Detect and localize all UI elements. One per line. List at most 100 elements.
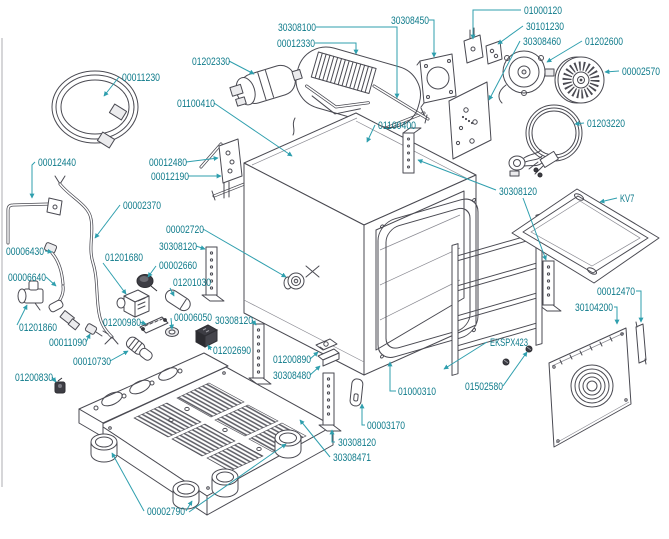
leader-line <box>45 276 57 287</box>
part-number-label: 00012440 <box>38 157 76 169</box>
part-heater-wire <box>292 117 296 136</box>
part-baking-tray <box>511 188 660 284</box>
part-capacitor <box>164 289 191 312</box>
part-number-label: 30308120 <box>159 241 197 253</box>
part-number-label: 00002790 <box>147 506 185 518</box>
leader-line <box>329 429 335 443</box>
part-number-label: KV7 <box>620 193 634 205</box>
part-number-label: 00012470 <box>597 286 635 298</box>
leader-line <box>185 156 219 163</box>
leader-line <box>417 159 497 191</box>
part-number-label: 30104200 <box>575 302 613 314</box>
part-number-label: 01202690 <box>213 345 251 357</box>
leader-line <box>614 306 620 325</box>
part-back-panel <box>548 327 632 448</box>
part-number-label: 00012190 <box>151 171 189 183</box>
leader-line <box>429 19 437 58</box>
part-number-label: 30308471 <box>333 452 371 464</box>
part-number-label: 00006640 <box>8 272 46 284</box>
part-inlet-pipe <box>6 197 63 245</box>
leader-line <box>546 40 583 63</box>
part-number-label: 30308120 <box>338 437 376 449</box>
leader-line <box>488 40 521 101</box>
part-small-plate <box>485 40 503 65</box>
part-foot <box>90 433 118 463</box>
leader-line <box>574 121 585 127</box>
part-number-label: 01000120 <box>524 5 562 17</box>
leader-line <box>213 102 293 157</box>
part-side-bracket <box>349 378 364 407</box>
part-drain-hose <box>54 175 119 345</box>
leader-line <box>109 350 129 362</box>
part-mounting-bracket <box>318 372 342 432</box>
leader-line <box>502 351 528 387</box>
part-foot <box>172 480 200 510</box>
leader-line <box>195 245 206 250</box>
leader-line <box>315 42 359 55</box>
part-number-label: 00011230 <box>122 72 160 84</box>
part-number-label: 30308480 <box>273 370 311 382</box>
leader-line <box>169 287 175 297</box>
leader-line <box>497 25 524 45</box>
part-number-label: 01203220 <box>587 118 625 130</box>
leader-line <box>309 351 319 360</box>
part-switch-bracket <box>317 348 340 367</box>
leader-line <box>207 344 213 351</box>
leader-line <box>316 26 400 99</box>
part-number-label: 30308100 <box>278 22 316 34</box>
leader-line <box>185 500 193 512</box>
part-door-gasket-frame <box>377 198 479 359</box>
part-number-label: 01100400 <box>378 120 416 132</box>
part-grommet <box>136 274 158 292</box>
part-number-label: 00006050 <box>174 312 212 324</box>
part-number-label: 00002660 <box>159 260 197 272</box>
part-screw <box>502 358 510 366</box>
part-number-label: 01202600 <box>585 36 623 48</box>
labels-layer: 0001123000012440000064300000664001201860… <box>6 5 660 518</box>
part-number-label: 00002570 <box>622 66 660 78</box>
part-trim-strip <box>635 321 647 365</box>
leader-line <box>359 403 365 426</box>
part-hinge-plate <box>199 138 243 199</box>
leader-line <box>470 9 521 40</box>
part-number-label: 00003170 <box>367 420 405 432</box>
leader-line <box>44 248 53 254</box>
leader-line <box>599 197 618 204</box>
part-ring-heating-element <box>525 104 583 178</box>
leader-line <box>85 333 91 343</box>
part-number-label: 30308120 <box>499 186 537 198</box>
leader-line <box>522 197 547 261</box>
part-number-label: 01000310 <box>398 386 436 398</box>
part-number-label: 01100410 <box>177 98 215 110</box>
part-tube-lower <box>48 284 65 313</box>
leader-line <box>16 304 28 326</box>
part-probe-with-wires <box>508 149 543 177</box>
leader-line <box>147 265 157 278</box>
part-number-label: 01502580 <box>465 381 503 393</box>
leader-line <box>188 443 287 513</box>
leader-line <box>202 228 287 278</box>
leader-line <box>299 419 331 458</box>
part-oven-cavity <box>243 112 477 376</box>
leader-line <box>103 76 120 97</box>
part-door-switch <box>315 338 338 351</box>
part-fixing-plate <box>463 27 484 64</box>
leader-line <box>387 361 396 392</box>
part-drain-elbow <box>125 336 153 361</box>
part-number-label: 30308450 <box>391 15 429 27</box>
part-pump-motor <box>229 64 303 107</box>
part-number-label: 30308120 <box>215 315 253 327</box>
leader-line <box>139 320 147 325</box>
part-fan-wheel <box>554 56 605 104</box>
part-grommet-small <box>54 377 66 394</box>
leader-line <box>102 262 127 295</box>
part-number-label: 00012330 <box>277 38 315 50</box>
part-number-label: 00006430 <box>6 246 44 258</box>
leader-line <box>169 317 175 330</box>
part-number-label: 01200980 <box>103 317 141 329</box>
part-screw <box>525 345 533 353</box>
part-number-label: 01201680 <box>105 252 143 264</box>
part-number-label: 01201030 <box>173 277 211 289</box>
leader-line <box>604 69 620 75</box>
part-number-label: 01200890 <box>273 354 311 366</box>
